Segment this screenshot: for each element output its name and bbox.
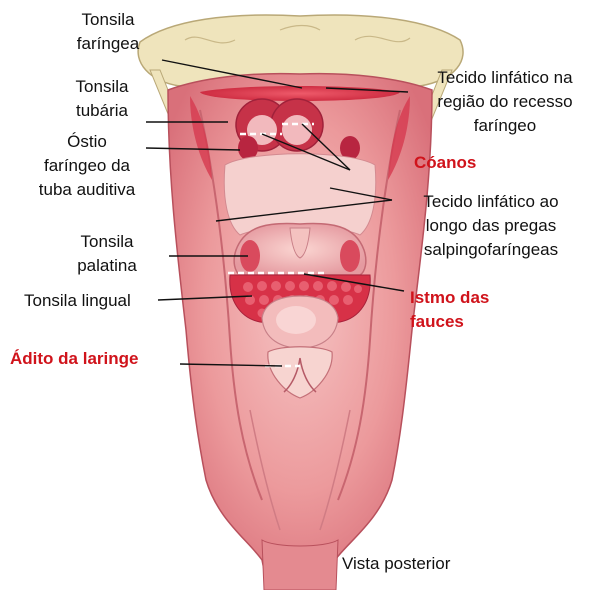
label-tonsila-palatina: Tonsila palatina <box>77 232 137 275</box>
label-tonsila-faringea: Tonsila faríngea <box>76 10 140 53</box>
right-recess-tissue <box>388 96 410 180</box>
leader-pregas-a <box>329 187 393 201</box>
laryngeal-inlet <box>267 346 333 399</box>
leader-coanos-a <box>261 133 351 171</box>
lower-fold-left <box>249 409 281 531</box>
leader-tonsila-faringea <box>161 59 303 89</box>
leader-lingual <box>157 295 253 301</box>
label-tonsila-tubaria: Tonsila tubária <box>75 77 129 120</box>
right-palatine-tonsil <box>340 240 360 272</box>
aryepiglottic-slit <box>283 357 317 393</box>
label-tecido-pregas: Tecido linfático ao longo das pregas sal… <box>423 192 559 259</box>
left-auditive-tube-ostium <box>238 136 258 160</box>
lower-fold-right <box>319 409 351 531</box>
right-choana-concha <box>282 115 312 145</box>
epiglottis-highlight <box>276 306 316 334</box>
bone-detail <box>184 24 411 44</box>
esophagus <box>261 539 339 591</box>
right-inner-fold <box>337 109 401 501</box>
label-tecido-recesso: Tecido linfático na região do recesso fa… <box>437 68 573 135</box>
leader-coanos-b <box>301 123 351 171</box>
leader-pregas-b <box>215 199 393 222</box>
left-inner-fold <box>199 109 263 501</box>
leader-istmo <box>303 273 405 292</box>
label-ostio-faringeo: Óstio faríngeo da tuba auditiva <box>38 132 136 199</box>
uvula <box>289 227 311 259</box>
leader-ostio <box>145 147 241 151</box>
left-recess-tissue <box>190 96 212 180</box>
label-tonsila-lingual: Tonsila lingual <box>24 291 131 310</box>
label-adito-laringe: Ádito da laringe <box>10 349 139 368</box>
label-coanos: Cóanos <box>414 153 477 172</box>
caption-vista-posterior: Vista posterior <box>342 554 451 573</box>
leader-recesso <box>325 87 409 93</box>
right-auditive-tube-ostium <box>340 136 360 160</box>
label-istmo-fauces: Istmo das fauces <box>410 288 490 331</box>
leader-adito <box>179 363 283 367</box>
leader-lines <box>145 59 409 367</box>
soft-palate <box>223 153 377 236</box>
left-palatine-tonsil <box>240 240 260 272</box>
